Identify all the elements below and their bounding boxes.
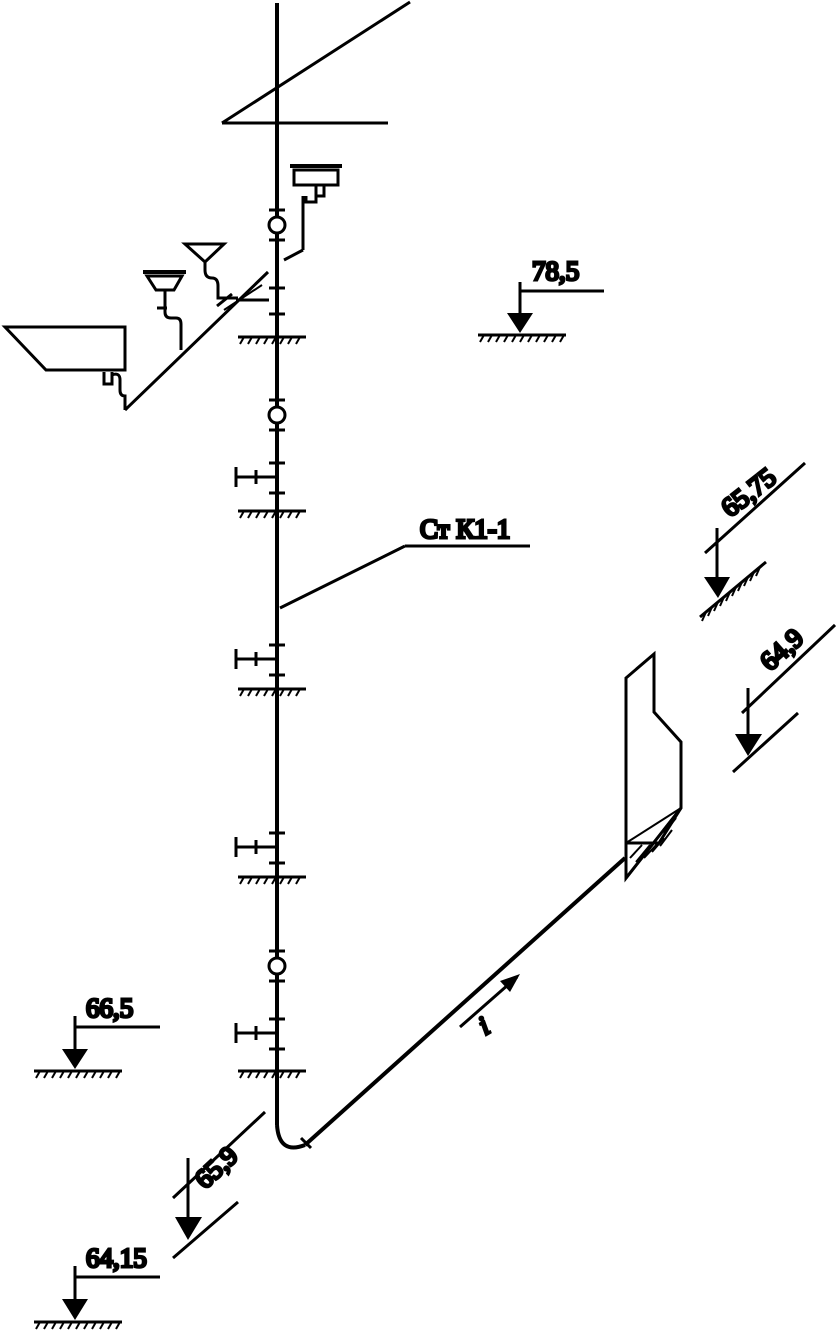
slope-label: i xyxy=(473,1011,495,1041)
cleanout-tee xyxy=(234,461,285,495)
roof-slope-line xyxy=(221,0,411,125)
riser-label-leader xyxy=(279,544,406,610)
washbasin-fixture xyxy=(143,270,186,350)
elevation-mark-66-5: 66,5 xyxy=(34,992,160,1079)
slope-arrow-head xyxy=(500,974,520,992)
bathtub-fixture xyxy=(1,325,127,410)
revision-fittings xyxy=(267,208,287,983)
well-bottom-tray xyxy=(624,807,683,883)
elevation-value: 64,9 xyxy=(754,623,809,677)
cleanout-tees xyxy=(234,461,285,1051)
well-hatching xyxy=(629,817,677,863)
elevation-mark-65-9: 65,9 xyxy=(171,1110,267,1260)
branch-pipe xyxy=(123,270,270,412)
funnel-drain-fixture xyxy=(181,242,238,300)
floor-line xyxy=(238,1069,306,1079)
outlet-pipe: i xyxy=(303,856,627,1147)
cleanout-tee xyxy=(234,831,285,865)
outlet-pipe-line xyxy=(303,856,627,1147)
floor-line xyxy=(238,335,306,345)
cleanout-tee xyxy=(234,643,285,677)
elevation-value: 78,5 xyxy=(532,256,579,286)
elevation-value: 66,5 xyxy=(86,993,133,1023)
floor-line xyxy=(238,687,306,697)
riser-label-group: Ст К1-1 xyxy=(279,513,530,610)
riser-bottom-bend xyxy=(275,1124,306,1150)
riser-label: Ст К1-1 xyxy=(420,514,510,544)
tray-line xyxy=(625,807,682,844)
elevation-mark-78-5: 78,5 xyxy=(478,255,604,343)
elevation-value: 65,9 xyxy=(189,1140,244,1194)
elevation-value: 64,15 xyxy=(86,1243,147,1273)
floor-lines xyxy=(238,335,306,1079)
sink-fixture xyxy=(283,164,342,262)
cleanout-tee xyxy=(234,1017,285,1051)
revision-fitting xyxy=(267,949,287,983)
branch-joint xyxy=(216,292,233,308)
elevation-mark-64-15: 64,15 xyxy=(34,1242,160,1330)
manhole-well xyxy=(624,650,683,883)
floor-line xyxy=(238,509,306,519)
branch-joint-dash xyxy=(223,284,263,311)
floor-line xyxy=(238,875,306,885)
revision-fitting xyxy=(267,398,287,432)
elevation-mark-64-9: 64,9 xyxy=(731,621,836,774)
revision-fitting xyxy=(267,208,287,242)
fixture-branch xyxy=(1,164,342,412)
roof-vent-outlet xyxy=(221,0,411,125)
elevation-mark-65-75: 65,75 xyxy=(699,460,807,622)
